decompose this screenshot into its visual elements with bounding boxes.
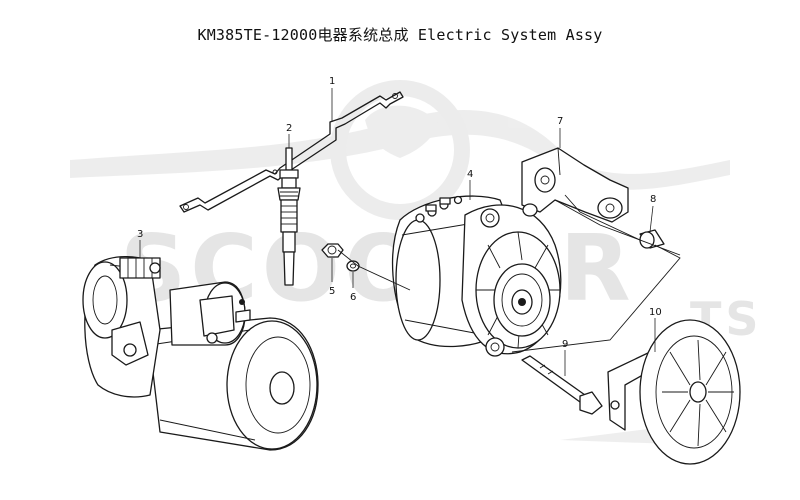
callout-9-label: 9 <box>562 339 568 350</box>
watermark-crest-emblem <box>365 105 440 158</box>
callout-5-label: 5 <box>329 286 335 297</box>
callout-8: 8 <box>649 194 656 233</box>
callout-6-label: 6 <box>350 292 356 303</box>
callout-7: 7 <box>557 116 563 148</box>
callout-4: 4 <box>467 169 473 200</box>
callout-2: 2 <box>286 123 292 148</box>
callout-1-label: 1 <box>329 76 335 87</box>
callout-3-label: 3 <box>137 229 143 240</box>
callout-8-label: 8 <box>650 194 656 205</box>
callout-5: 5 <box>329 258 335 297</box>
part-8-spacer-sleeve <box>639 229 665 249</box>
callout-4-label: 4 <box>467 169 473 180</box>
part-10-fan-guard <box>607 319 741 465</box>
callout-7-label: 7 <box>557 116 563 127</box>
callout-9: 9 <box>562 339 568 376</box>
callout-3: 3 <box>137 229 143 258</box>
part-2-glow-plug <box>277 147 301 286</box>
callout-6: 6 <box>350 272 356 303</box>
part-1-bracket-strip <box>179 91 404 213</box>
part-9-bolt <box>521 355 603 415</box>
part-3-starter-motor <box>82 256 319 451</box>
callout-2-label: 2 <box>286 123 292 134</box>
part-7-adjusting-bracket <box>521 147 629 223</box>
callout-1: 1 <box>329 76 335 122</box>
callout-10: 10 <box>649 307 662 352</box>
part-5-nut <box>321 243 344 258</box>
part-4-alternator <box>391 195 562 357</box>
callout-10-label: 10 <box>649 307 662 318</box>
watermark-crest-ring <box>330 80 470 220</box>
diagram-title: KM385TE-12000电器系统总成 Electric System Assy <box>197 26 603 44</box>
assembly-lines <box>337 194 681 353</box>
